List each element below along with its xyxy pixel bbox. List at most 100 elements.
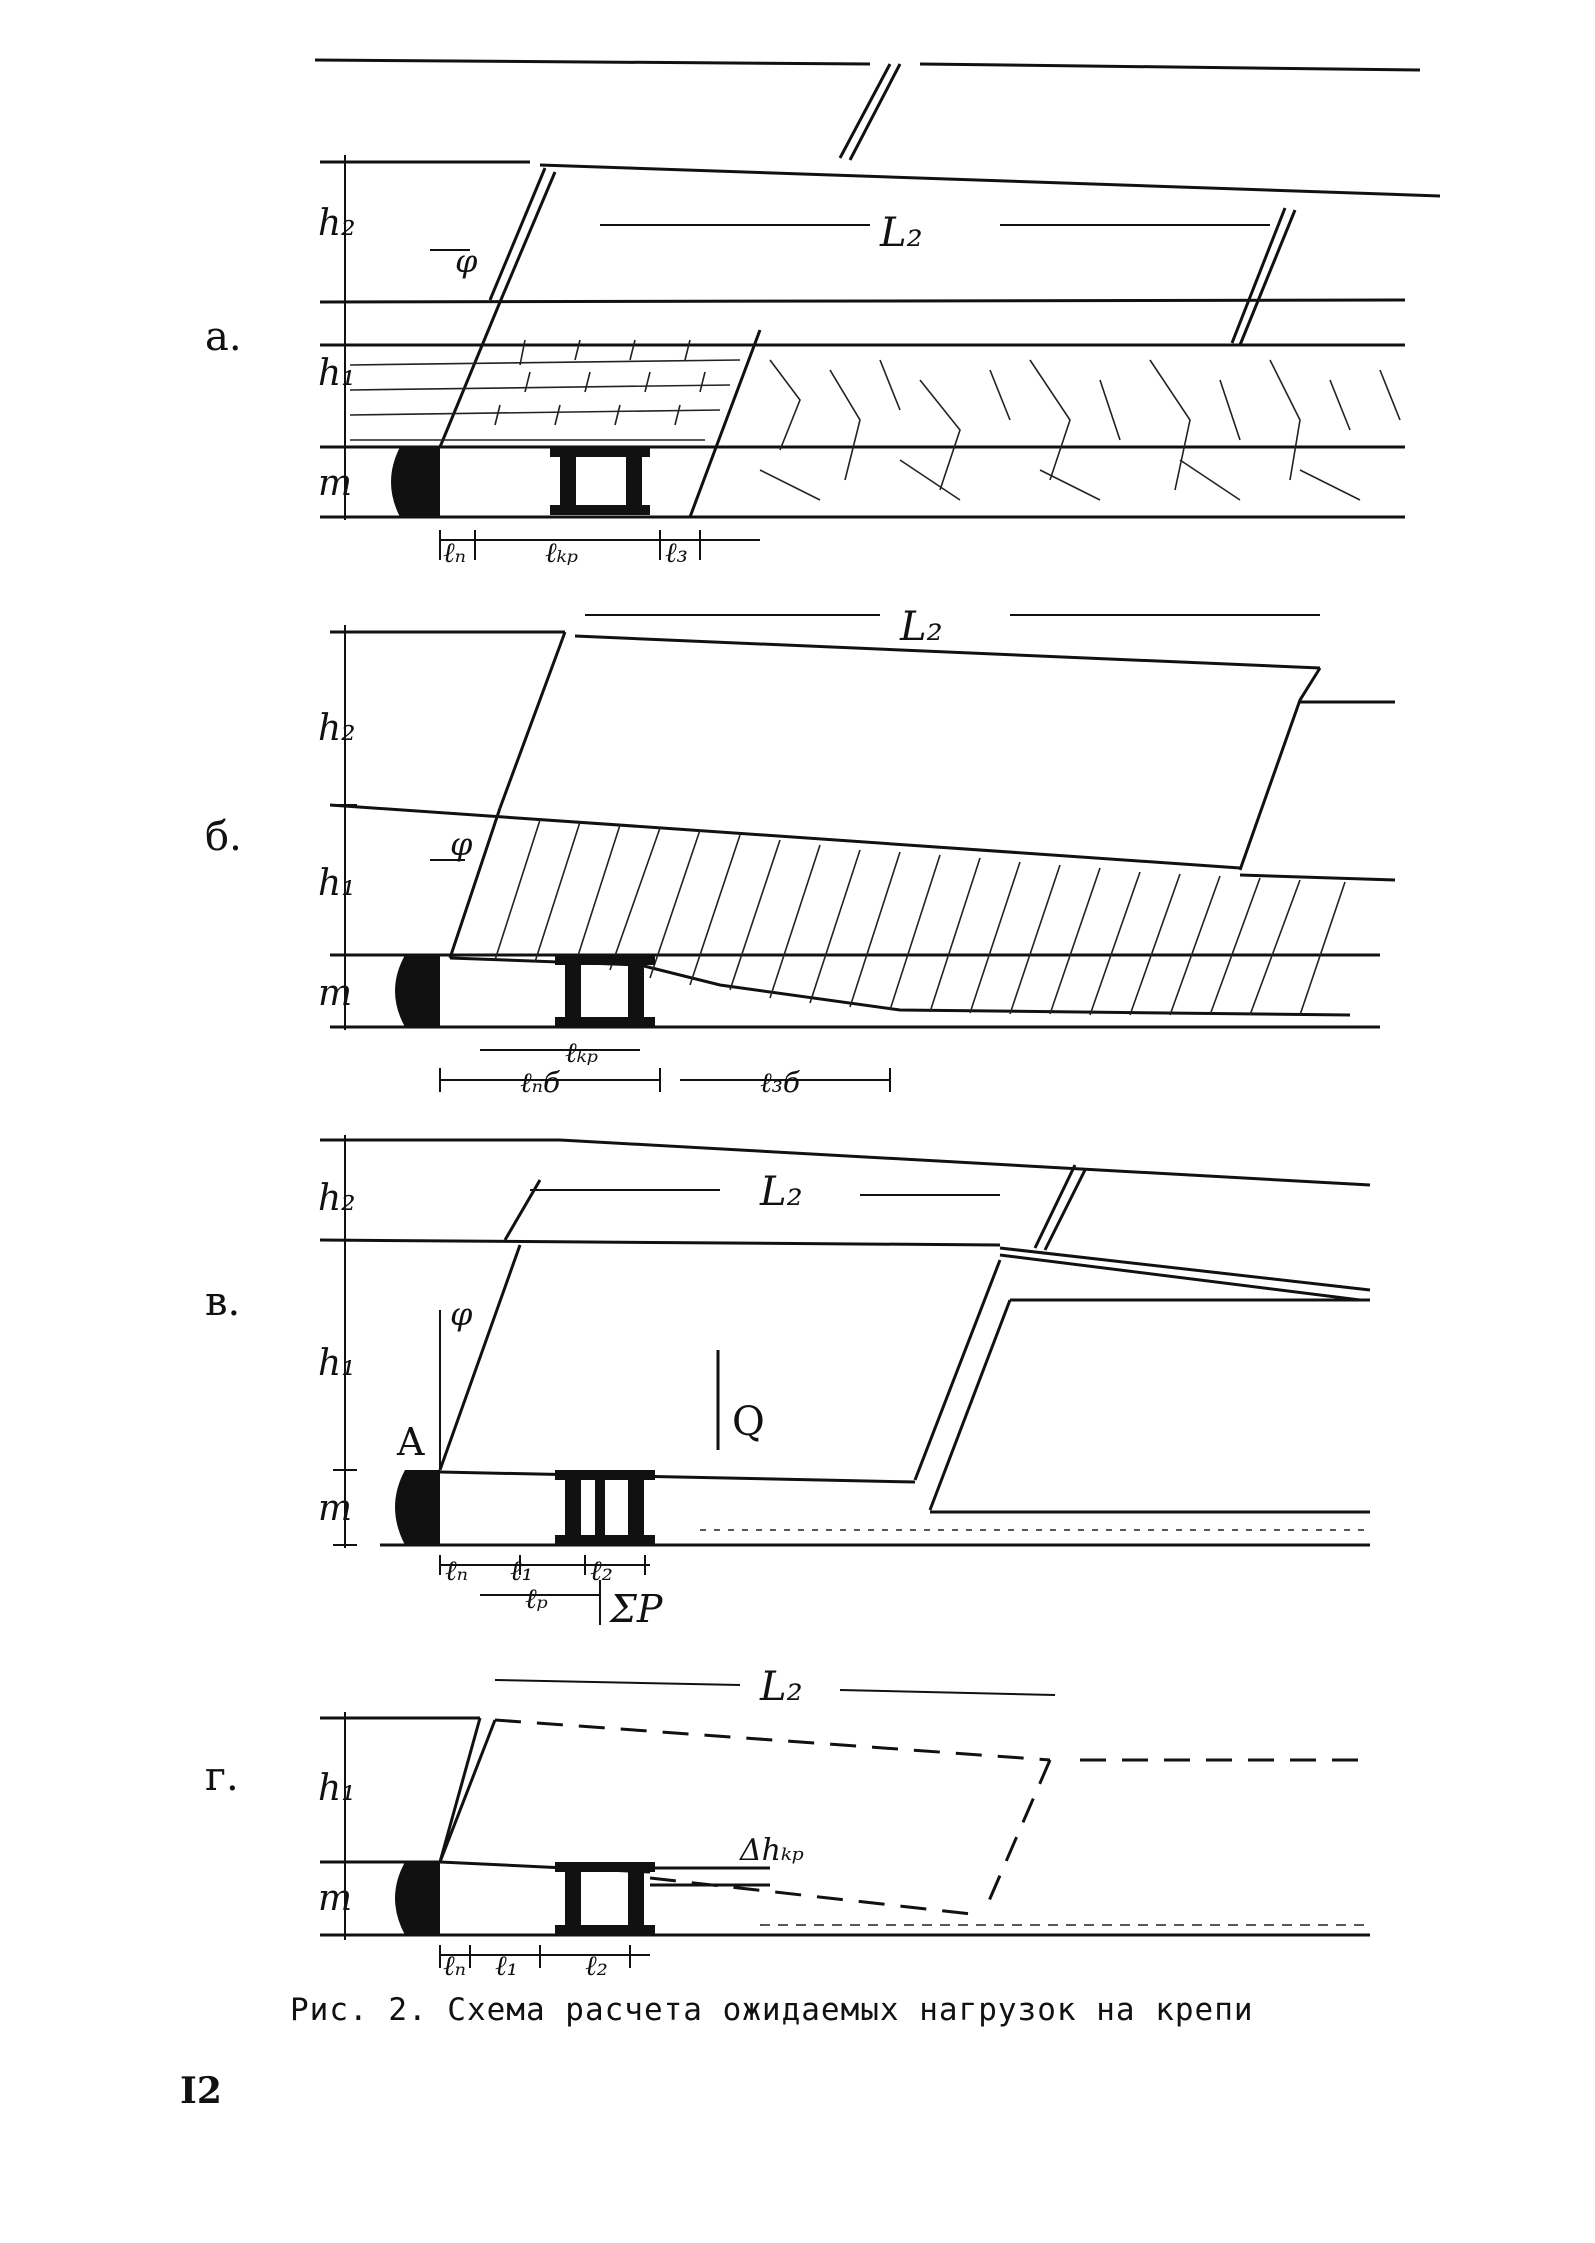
support-canopy: [555, 955, 655, 965]
bottom-dimension-ticks: [439, 1555, 646, 1625]
dimension-ticks: [333, 161, 357, 518]
l1-label: ℓ₁: [495, 1949, 518, 1982]
top-surface-line: [919, 62, 1421, 72]
l1-label: ℓ₁: [510, 1554, 533, 1587]
l2-dimension-line: [530, 1189, 1000, 1196]
ln-label: ℓₙ: [445, 1554, 468, 1587]
stratum-line: [319, 298, 1406, 304]
dhkr-label: Δhₖₚ: [739, 1833, 804, 1868]
immediate-roof-edge: [438, 301, 502, 448]
broken-layer-hatching: [494, 819, 1346, 1016]
top-surface-line: [559, 1138, 1371, 1187]
dimension-ticks: [333, 1139, 357, 1546]
coal-face: [395, 1470, 440, 1545]
support-leg: [565, 1870, 581, 1928]
caved-rock-texture: [759, 359, 1401, 501]
block-right-edge: [1230, 207, 1287, 344]
block-bottom: [439, 1470, 916, 1484]
support-leg: [565, 1478, 581, 1538]
block-left-edge: [498, 631, 567, 809]
block-right-edge: [928, 1299, 1012, 1511]
block-right-edge: [1238, 667, 1322, 871]
support-leg: [626, 453, 642, 511]
roof-block-top: [574, 634, 1321, 670]
h2-label: h₂: [318, 708, 356, 749]
L2-label: L₂: [759, 1664, 803, 1710]
support-leg: [595, 1478, 605, 1538]
h1-label: h₁: [318, 353, 356, 394]
L2-label: L₂: [879, 210, 923, 256]
layer-bottom: [449, 956, 1351, 1017]
block-right-dashed: [983, 1759, 1052, 1911]
m-label: m: [318, 1488, 352, 1529]
support-base: [550, 505, 650, 515]
dimension-ticks: [333, 1717, 357, 1936]
top-crack: [838, 63, 892, 159]
block-bottom: [329, 803, 1241, 870]
panel-g: г. h₁ m L₂ Δhₖₚ ℓₙ ℓ₁ ℓ₂: [205, 1664, 1370, 1982]
m-label: m: [318, 973, 352, 1014]
h2-label: h₂: [318, 203, 356, 244]
lzb-label: ℓ₃б: [760, 1066, 801, 1099]
lp-label: ℓₚ: [525, 1582, 548, 1615]
L2-label: L₂: [899, 604, 943, 650]
support-canopy: [555, 1470, 655, 1480]
stratum-line: [999, 1253, 1361, 1302]
m-label: m: [318, 463, 352, 504]
sum-p-label: ΣP: [608, 1587, 664, 1631]
point-a-label: A: [396, 1420, 425, 1464]
block-top-dashed: [494, 1718, 1051, 1762]
panel-v-label: в.: [205, 1279, 240, 1325]
immediate-roof-edge: [448, 807, 502, 959]
phi-label: φ: [455, 242, 478, 280]
crack-line: [1043, 1169, 1087, 1251]
ln-label: ℓₙ: [443, 536, 466, 569]
support-canopy: [555, 1862, 655, 1872]
coal-face: [391, 447, 440, 517]
h1-label: h₁: [318, 1343, 356, 1384]
ln-label: ℓₙ: [443, 1949, 466, 1982]
block-left-edge: [488, 167, 547, 301]
block-left-edge: [438, 1717, 482, 1863]
figure-caption: Рис. 2. Схема расчета ожидаемых нагрузок…: [290, 1992, 1254, 2028]
bottom-dimension-ticks: [439, 1945, 631, 1968]
phi-label: φ: [450, 825, 473, 863]
page-number: I2: [180, 2070, 222, 2112]
m-label: m: [318, 1878, 352, 1919]
support-canopy: [550, 447, 650, 457]
dhkr-marker: [650, 1866, 770, 1887]
panel-a-label: а.: [205, 314, 242, 360]
support-base: [555, 1017, 655, 1027]
crack-line: [1033, 1164, 1077, 1249]
top-crack: [848, 63, 902, 161]
coal-face: [395, 1862, 440, 1935]
h2-label: h₂: [318, 1178, 356, 1219]
block-right-edge: [913, 1259, 1002, 1481]
stratum-line: [319, 1238, 1001, 1247]
panel-b: б. h₂ h₁ m φ: [205, 604, 1396, 1099]
support-leg: [628, 1870, 644, 1928]
panel-v: в. h₂ h₁ m φ L: [205, 1135, 1371, 1631]
block-left-edge: [438, 1244, 522, 1471]
panel-g-label: г.: [205, 1754, 239, 1800]
caving-front: [688, 329, 762, 518]
bottom-dimension-lines: [440, 1049, 890, 1081]
coal-face: [395, 955, 440, 1027]
stratum-line: [999, 1246, 1371, 1292]
L2-label: L₂: [759, 1169, 803, 1215]
load-q-label: Q: [732, 1399, 765, 1445]
bottom-dimension-ticks: [439, 530, 701, 560]
h1-label: h₁: [318, 863, 356, 904]
dimension-ticks: [333, 631, 357, 1028]
support-leg: [560, 453, 576, 511]
support-base: [555, 1925, 655, 1935]
lnb-label: ℓₙб: [520, 1066, 561, 1099]
bottom-dimension-ticks: [439, 1068, 891, 1092]
top-surface-line: [314, 58, 871, 66]
support-leg: [628, 1478, 644, 1538]
lkr-label: ℓₖₚ: [565, 1036, 598, 1069]
l2-dimension-line: [494, 1679, 1056, 1696]
l2-label: ℓ₂: [585, 1949, 608, 1982]
